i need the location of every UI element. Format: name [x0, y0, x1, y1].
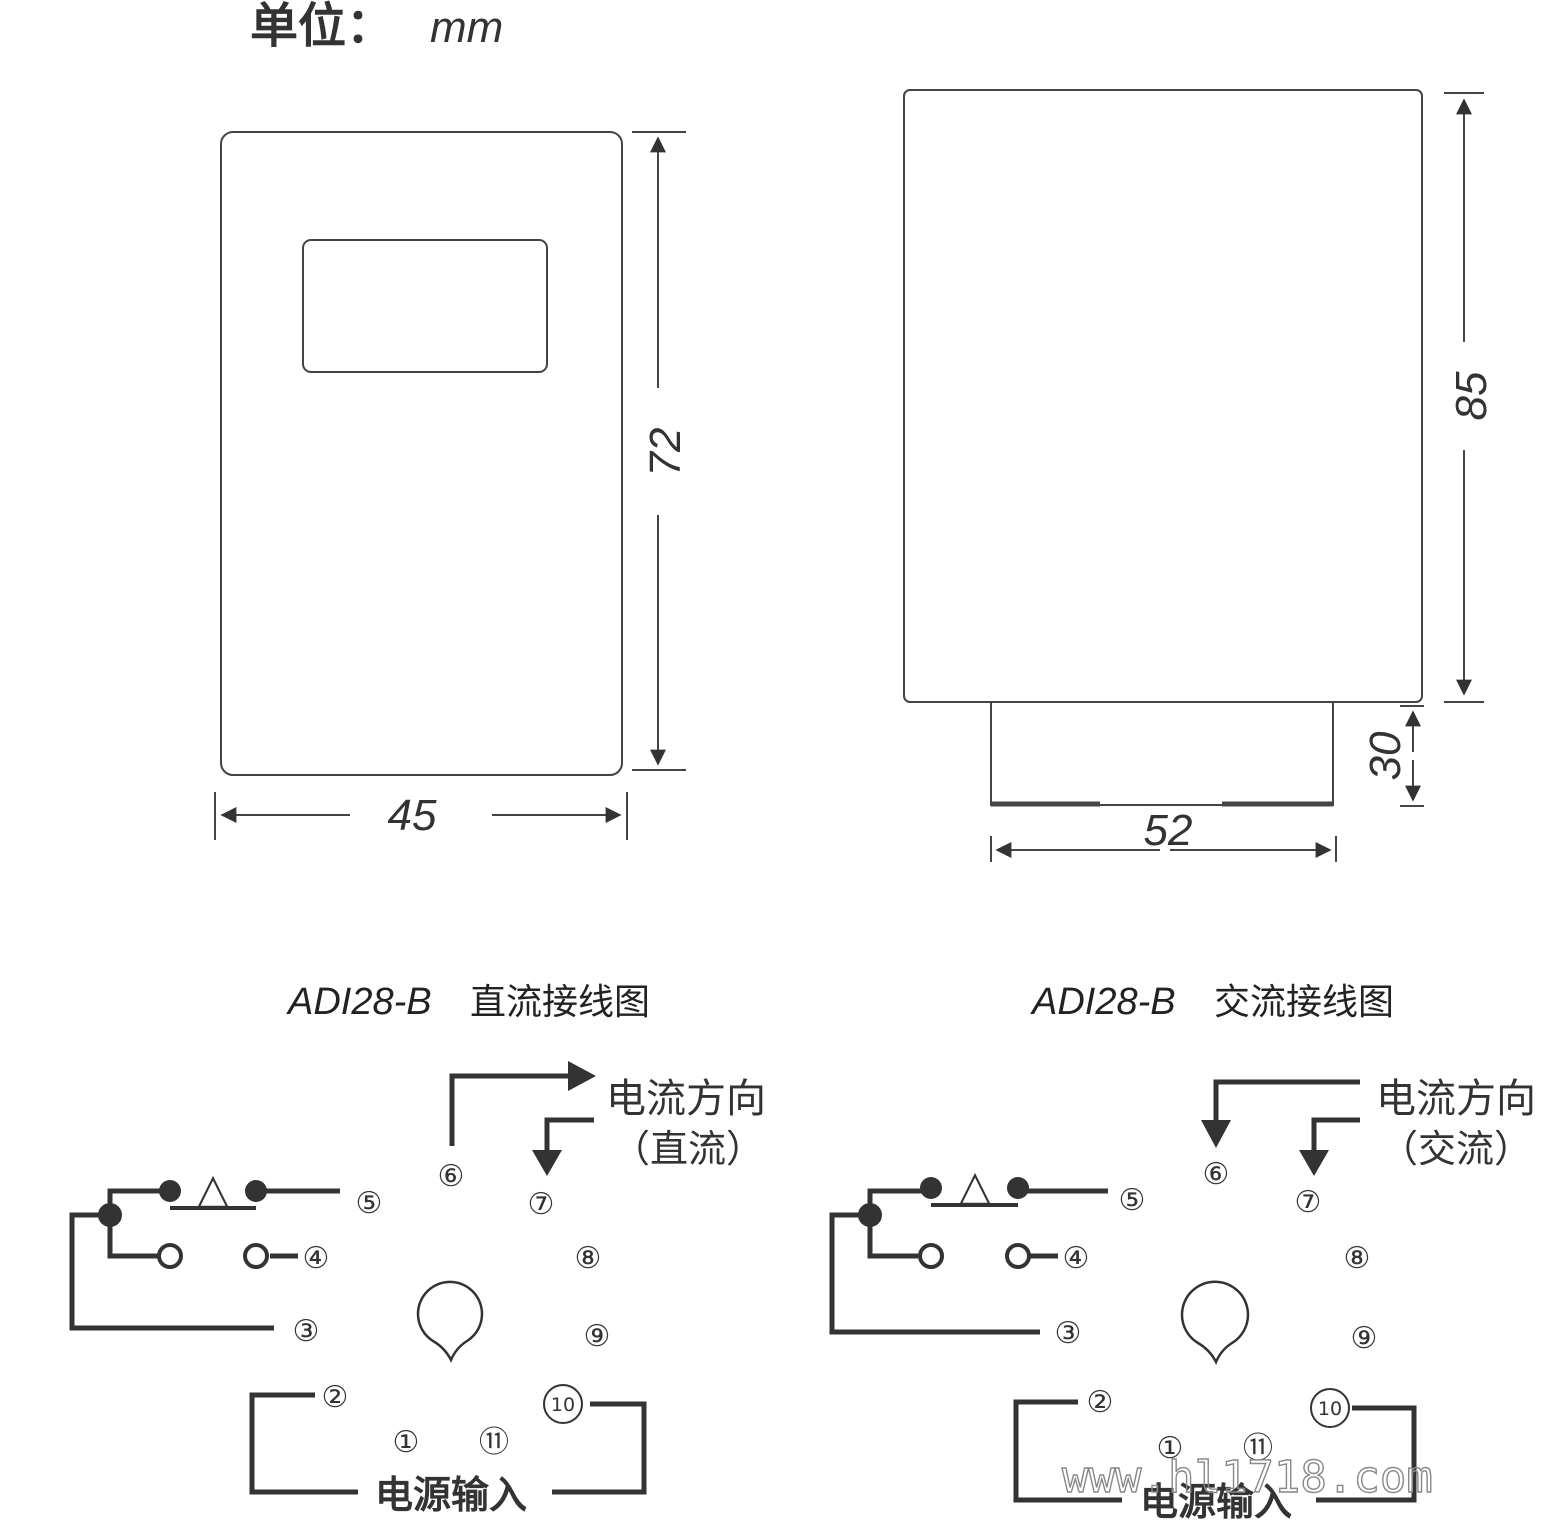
dc-wire-common — [107, 1188, 170, 1259]
ac-pin-8: ⑧ — [1344, 1241, 1371, 1276]
watermark: www.hl1718.com — [1062, 1452, 1433, 1503]
ac-title-model: ADI28-B — [1030, 981, 1176, 1023]
ac-socket-key — [1180, 1280, 1250, 1365]
ac-contact-open-1 — [918, 1243, 944, 1269]
ac-contact-dot-2 — [1007, 1177, 1029, 1199]
ac-contact-dot-1 — [920, 1177, 942, 1199]
ac-pin-9: ⑨ — [1351, 1321, 1378, 1356]
dc-contact-open-1 — [157, 1243, 183, 1269]
ac-direction-line-left — [1213, 1079, 1360, 1122]
dc-socket-key — [416, 1280, 484, 1363]
ac-pin-7: ⑦ — [1295, 1185, 1322, 1220]
dc-contact-dot-2 — [245, 1180, 267, 1202]
dc-direction-arrowhead-down — [532, 1150, 562, 1176]
ac-wire-common — [867, 1188, 931, 1259]
ac-wiring-diagram: ADI28-B 交流接线图 △ ⑤ ④ ③ ② ① ⑪ 10 ⑨ ⑧ — [829, 981, 1536, 1524]
ac-direction-arrowhead-right — [1299, 1150, 1329, 1176]
ac-pin-1: ① — [1157, 1431, 1184, 1466]
unit-label-value: mm — [430, 3, 503, 52]
ac-direction-sub: （交流） — [1380, 1127, 1532, 1171]
side-height-label: 85 — [1447, 371, 1496, 420]
dc-direction-arrowhead-right — [568, 1061, 596, 1091]
dc-pin-5: ⑤ — [356, 1186, 383, 1221]
ac-direction-arrowhead-left — [1201, 1120, 1231, 1148]
dc-pin-3: ③ — [293, 1314, 320, 1349]
ac-pin-10-ring — [1310, 1388, 1350, 1428]
dc-pin-2: ② — [322, 1380, 349, 1415]
side-width-label: 52 — [1144, 806, 1193, 855]
front-width-label: 45 — [388, 791, 437, 840]
ac-direction-line-right — [1311, 1117, 1360, 1152]
ac-pin-10: 10 — [1318, 1398, 1342, 1420]
unit-label: 单位： mm — [250, 0, 503, 54]
front-panel-outline — [220, 131, 623, 776]
dc-pin-8: ⑧ — [575, 1241, 602, 1276]
front-height-label: 72 — [641, 428, 690, 477]
dc-power-label: 电源输入 — [375, 1473, 527, 1517]
ac-pin-2: ② — [1087, 1385, 1114, 1420]
ac-wire-pin3 — [829, 1212, 1040, 1335]
ac-contact-open-2 — [1005, 1243, 1031, 1269]
base-height-label: 30 — [1361, 731, 1410, 780]
dc-pin-10-ring — [543, 1384, 583, 1424]
ac-wire-pin2 — [1013, 1399, 1122, 1503]
ac-pin-11: ⑪ — [1243, 1431, 1273, 1466]
dc-pin-7: ⑦ — [528, 1187, 555, 1222]
ac-power-label: 电源输入 — [1140, 1480, 1292, 1524]
dc-pin-4: ④ — [303, 1241, 330, 1276]
ac-pin-3: ③ — [1055, 1316, 1082, 1351]
ac-direction-label: 电流方向 — [1376, 1076, 1536, 1122]
dc-pin-11: ⑪ — [479, 1425, 509, 1460]
dc-pin-9: ⑨ — [584, 1319, 611, 1354]
dc-contact-dot-1 — [159, 1180, 181, 1202]
dc-direction-sub: （直流） — [612, 1127, 764, 1171]
dc-contact-open-2 — [243, 1243, 269, 1269]
dc-pin-6: ⑥ — [438, 1159, 465, 1194]
dc-direction-line-in — [449, 1073, 568, 1146]
dc-title-text: 直流接线图 — [470, 982, 650, 1023]
dc-direction-label: 电流方向 — [606, 1076, 766, 1122]
front-view — [214, 131, 686, 840]
display-window — [302, 239, 548, 373]
side-view — [903, 89, 1484, 862]
side-body-outline — [903, 89, 1423, 703]
ac-relay-symbol: △ — [959, 1161, 992, 1210]
dc-wiring-diagram: ADI28-B 直流接线图 △ ⑤ ④ ③ ② — [69, 981, 766, 1517]
dc-pin-10: 10 — [551, 1394, 575, 1416]
unit-label-prefix: 单位： — [250, 0, 394, 54]
dc-pin-1: ① — [393, 1425, 420, 1460]
ac-pin-6: ⑥ — [1203, 1157, 1230, 1192]
side-base-outline — [990, 701, 1334, 806]
ac-pin-4: ④ — [1063, 1241, 1090, 1276]
ac-title-text: 交流接线图 — [1214, 982, 1394, 1023]
dc-wire-pin10 — [552, 1401, 647, 1495]
ac-pin-5: ⑤ — [1119, 1183, 1146, 1218]
dc-direction-line-out — [544, 1117, 594, 1152]
ac-junction-dot — [858, 1203, 882, 1227]
dc-wire-pin3 — [69, 1212, 274, 1331]
dc-junction-dot — [98, 1203, 122, 1227]
ac-wire-pin10 — [1316, 1405, 1417, 1503]
dc-relay-symbol: △ — [197, 1164, 230, 1213]
dc-title-model: ADI28-B — [286, 981, 432, 1023]
dc-wire-pin2 — [249, 1392, 358, 1495]
